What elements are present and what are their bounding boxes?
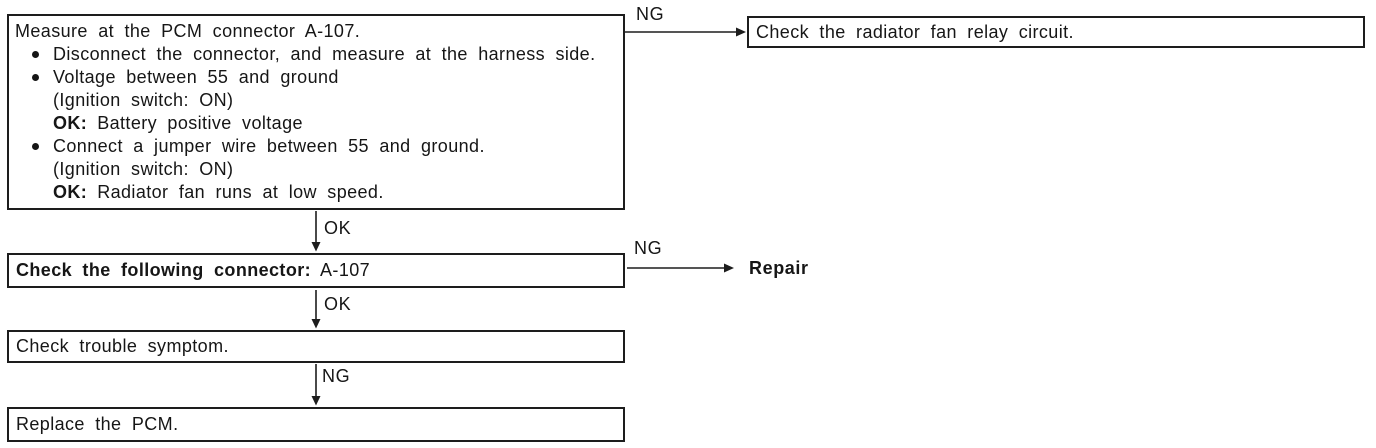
arrow-ng-3 xyxy=(311,364,321,406)
flow-step-check-trouble-symptom: Check trouble symptom. xyxy=(7,330,625,363)
trouble-box-text: Check trouble symptom. xyxy=(16,336,229,356)
ok-text: Radiator fan runs at low speed. xyxy=(97,182,384,202)
ok-label: OK: xyxy=(53,182,88,202)
ng-label-3: NG xyxy=(322,366,351,386)
bullet-icon xyxy=(32,74,39,81)
ng-label-2: NG xyxy=(634,238,663,258)
flow-step-check-connector: Check the following connector: A-107 xyxy=(7,253,625,288)
arrow-ok-1 xyxy=(311,211,321,252)
repair-label: Repair xyxy=(749,258,809,278)
step1-bullet-3: Connect a jumper wire between 55 and gro… xyxy=(15,135,615,158)
bullet-icon xyxy=(32,51,39,58)
flow-step-replace-pcm: Replace the PCM. xyxy=(7,407,625,442)
flow-step-measure-pcm: Measure at the PCM connector A-107. Disc… xyxy=(7,14,625,210)
step1-title: Measure at the PCM connector A-107. xyxy=(15,21,361,41)
ng-label-top: NG xyxy=(636,4,665,24)
step1-bullet-2: Voltage between 55 and ground xyxy=(15,66,615,89)
step1-bullet-2-ok: OK: Battery positive voltage xyxy=(15,112,615,135)
step1-bullet-1: Disconnect the connector, and measure at… xyxy=(15,43,615,66)
connector-box-bold-text: Check the following connector: xyxy=(16,260,312,280)
connector-id: A-107 xyxy=(320,260,371,280)
bullet-text: Voltage between 55 and ground xyxy=(53,67,339,87)
arrow-ng-2 xyxy=(627,263,734,273)
ok-label-1: OK xyxy=(324,218,352,238)
replace-box-text: Replace the PCM. xyxy=(16,414,179,434)
ok-label-2: OK xyxy=(324,294,352,314)
step1-bullet-2-condition: (Ignition switch: ON) xyxy=(53,90,234,110)
ok-label: OK: xyxy=(53,113,88,133)
bullet-icon xyxy=(32,143,39,150)
step1-bullet-3-ok: OK: Radiator fan runs at low speed. xyxy=(15,181,615,204)
arrow-ng-top xyxy=(625,27,746,37)
arrow-ok-2 xyxy=(311,290,321,329)
bullet-text: Connect a jumper wire between 55 and gro… xyxy=(53,136,485,156)
ok-text: Battery positive voltage xyxy=(97,113,303,133)
step1-bullet-3-condition: (Ignition switch: ON) xyxy=(53,159,234,179)
flow-step-check-relay-circuit: Check the radiator fan relay circuit. xyxy=(747,16,1365,48)
relay-box-text: Check the radiator fan relay circuit. xyxy=(756,21,1074,42)
bullet-text: Disconnect the connector, and measure at… xyxy=(53,44,596,64)
